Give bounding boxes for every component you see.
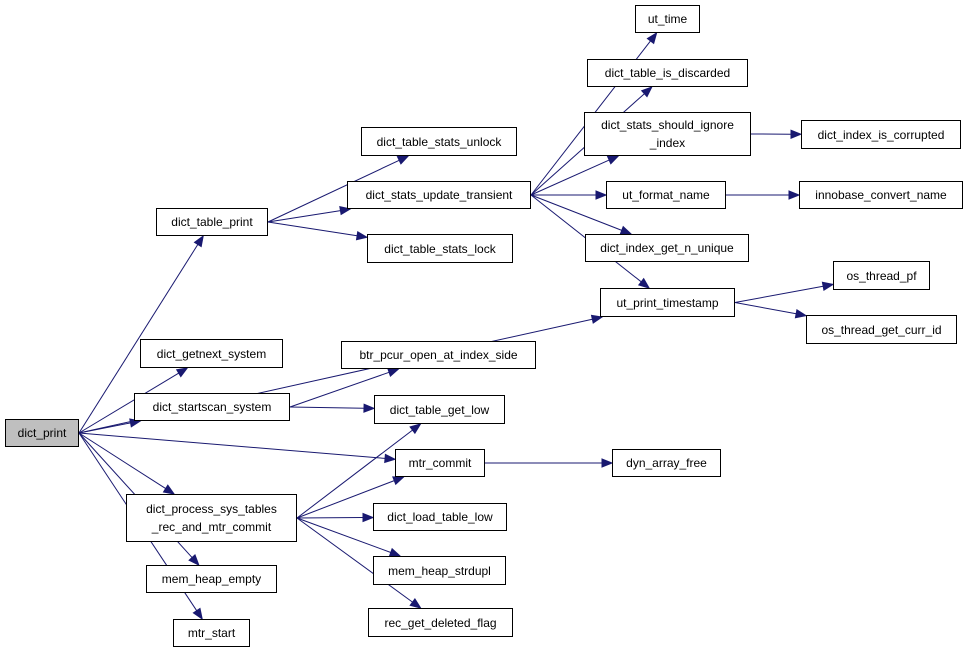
edge-dict_print-to-dict_process_sys_tables_rec_and_mtr_commit xyxy=(78,432,166,490)
arrowhead-ut_print_timestamp-to-os_thread_pf xyxy=(821,281,835,292)
node-dyn_array_free[interactable]: dyn_array_free xyxy=(612,449,721,477)
node-dict_print[interactable]: dict_print xyxy=(5,419,79,447)
arrowhead-dict_startscan_system-to-dict_table_get_low xyxy=(363,403,376,413)
edge-dict_process_sys_tables_rec_and_mtr_commit-to-dict_table_get_low xyxy=(296,429,413,519)
node-dict_table_stats_unlock[interactable]: dict_table_stats_unlock xyxy=(361,127,517,156)
node-ut_time[interactable]: ut_time xyxy=(635,5,700,33)
edge-dict_print-to-dict_startscan_system xyxy=(78,422,131,434)
edge-dict_process_sys_tables_rec_and_mtr_commit-to-mtr_commit xyxy=(296,480,395,519)
edge-dict_process_sys_tables_rec_and_mtr_commit-to-mem_heap_strdupl xyxy=(296,517,391,553)
arrowhead-dict_process_sys_tables_rec_and_mtr_commit-to-dict_load_table_low xyxy=(362,512,375,523)
node-dict_process_sys_tables_rec_and_mtr_commit[interactable]: dict_process_sys_tables _rec_and_mtr_com… xyxy=(126,494,297,542)
node-dict_table_get_low[interactable]: dict_table_get_low xyxy=(374,395,505,424)
node-dict_load_table_low[interactable]: dict_load_table_low xyxy=(373,503,507,531)
arrowhead-dict_print-to-dict_table_print xyxy=(193,234,204,248)
arrowhead-dict_stats_update_transient-to-dict_table_is_discarded xyxy=(640,86,653,98)
arrowhead-mtr_commit-to-dyn_array_free xyxy=(601,458,614,468)
arrowhead-dict_stats_should_ignore_index-to-dict_index_is_corrupted xyxy=(790,129,803,139)
node-dict_table_is_discarded[interactable]: dict_table_is_discarded xyxy=(587,59,748,87)
edge-dict_print-to-dict_table_print xyxy=(78,244,199,434)
arrowhead-dict_table_print-to-dict_table_stats_unlock xyxy=(396,155,410,165)
arrowhead-dict_stats_update_transient-to-ut_time xyxy=(646,31,658,45)
node-rec_get_deleted_flag[interactable]: rec_get_deleted_flag xyxy=(368,608,513,637)
edge-dict_process_sys_tables_rec_and_mtr_commit-to-rec_get_deleted_flag xyxy=(296,517,413,603)
arrowhead-dict_print-to-dict_process_sys_tables_rec_and_mtr_commit xyxy=(162,484,176,495)
arrowhead-dict_print-to-ut_print_timestamp xyxy=(590,314,604,324)
edge-ut_print_timestamp-to-os_thread_pf xyxy=(734,285,824,303)
edge-ut_print_timestamp-to-os_thread_get_curr_id xyxy=(734,302,797,315)
node-dict_getnext_system[interactable]: dict_getnext_system xyxy=(140,339,283,368)
edge-dict_table_print-to-dict_stats_update_transient xyxy=(267,210,341,223)
arrowhead-ut_print_timestamp-to-os_thread_get_curr_id xyxy=(794,308,808,319)
node-dict_startscan_system[interactable]: dict_startscan_system xyxy=(134,393,290,421)
arrowhead-dict_process_sys_tables_rec_and_mtr_commit-to-rec_get_deleted_flag xyxy=(409,598,422,609)
node-dict_table_print[interactable]: dict_table_print xyxy=(156,208,268,236)
node-mem_heap_empty[interactable]: mem_heap_empty xyxy=(146,565,277,593)
arrowhead-dict_print-to-mtr_start xyxy=(192,607,203,621)
edge-dict_startscan_system-to-btr_pcur_open_at_index_side xyxy=(289,371,390,408)
arrowhead-dict_print-to-mem_heap_empty xyxy=(188,554,200,566)
arrowhead-dict_stats_update_transient-to-ut_format_name xyxy=(595,190,608,200)
node-os_thread_get_curr_id[interactable]: os_thread_get_curr_id xyxy=(806,315,957,344)
arrowhead-dict_print-to-mtr_commit xyxy=(384,453,397,464)
node-mtr_start[interactable]: mtr_start xyxy=(173,619,250,647)
edge-dict_stats_update_transient-to-dict_index_get_n_unique xyxy=(530,194,622,231)
node-ut_print_timestamp[interactable]: ut_print_timestamp xyxy=(600,288,735,317)
arrowhead-dict_stats_update_transient-to-dict_index_get_n_unique xyxy=(619,225,633,235)
node-mtr_commit[interactable]: mtr_commit xyxy=(395,449,485,477)
edge-dict_table_print-to-dict_table_stats_lock xyxy=(267,221,358,237)
node-dict_table_stats_lock[interactable]: dict_table_stats_lock xyxy=(367,234,513,263)
node-btr_pcur_open_at_index_side[interactable]: btr_pcur_open_at_index_side xyxy=(341,341,536,369)
node-dict_stats_update_transient[interactable]: dict_stats_update_transient xyxy=(347,181,531,209)
edge-dict_process_sys_tables_rec_and_mtr_commit-to-dict_load_table_low xyxy=(296,517,364,519)
arrowhead-dict_table_print-to-dict_table_stats_lock xyxy=(355,230,369,241)
node-dict_index_get_n_unique[interactable]: dict_index_get_n_unique xyxy=(585,234,749,262)
node-os_thread_pf[interactable]: os_thread_pf xyxy=(833,261,930,290)
node-dict_stats_should_ignore_index[interactable]: dict_stats_should_ignore _index xyxy=(584,112,751,156)
arrowhead-dict_stats_update_transient-to-dict_stats_should_ignore_index xyxy=(606,155,620,165)
edge-dict_stats_update_transient-to-dict_stats_should_ignore_index xyxy=(530,159,610,196)
node-ut_format_name[interactable]: ut_format_name xyxy=(606,181,726,209)
arrowhead-dict_startscan_system-to-btr_pcur_open_at_index_side xyxy=(387,367,400,377)
arrowhead-dict_process_sys_tables_rec_and_mtr_commit-to-mtr_commit xyxy=(392,476,405,486)
edge-dict_table_print-to-dict_table_stats_unlock xyxy=(267,159,400,223)
arrowhead-dict_process_sys_tables_rec_and_mtr_commit-to-dict_table_get_low xyxy=(409,423,422,435)
node-innobase_convert_name[interactable]: innobase_convert_name xyxy=(799,181,963,209)
edge-dict_print-to-dict_getnext_system xyxy=(78,372,180,434)
arrowhead-ut_format_name-to-innobase_convert_name xyxy=(788,190,801,200)
edge-dict_startscan_system-to-dict_table_get_low xyxy=(289,406,365,409)
node-mem_heap_strdupl[interactable]: mem_heap_strdupl xyxy=(373,556,506,585)
arrowhead-dict_stats_update_transient-to-ut_print_timestamp xyxy=(637,277,651,289)
edge-dict_print-to-mtr_commit xyxy=(78,432,386,459)
node-dict_index_is_corrupted[interactable]: dict_index_is_corrupted xyxy=(801,120,961,149)
arrowhead-dict_print-to-dict_getnext_system xyxy=(175,367,189,378)
